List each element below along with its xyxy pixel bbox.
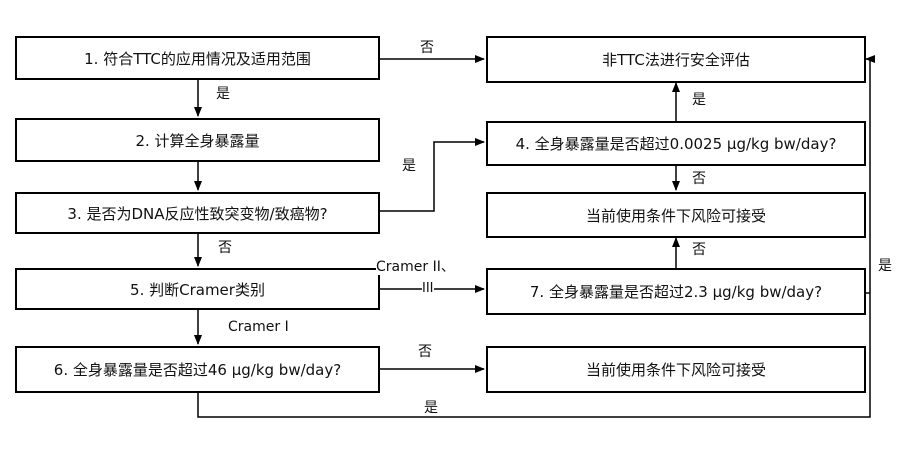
step-4-box: 4. 全身暴露量是否超过0.0025 µg/kg bw/day?	[486, 121, 866, 166]
label-no-4: 否	[692, 171, 706, 187]
risk-acceptable-box-upper: 当前使用条件下风险可接受	[486, 192, 866, 238]
label-yes-7: 是	[878, 258, 892, 274]
step-3-box: 3. 是否为DNA反应性致突变物/致癌物?	[15, 192, 380, 234]
label-no-6: 否	[418, 344, 432, 360]
step-6-box: 6. 全身暴露量是否超过46 µg/kg bw/day?	[15, 346, 380, 393]
step-7-box: 7. 全身暴露量是否超过2.3 µg/kg bw/day?	[486, 268, 866, 315]
label-yes-3-4: 是	[402, 158, 416, 174]
non-ttc-assessment-box: 非TTC法进行安全评估	[486, 36, 866, 83]
label-no-3-5: 否	[218, 240, 232, 256]
label-yes-6-loop: 是	[424, 400, 438, 416]
step-2-box: 2. 计算全身暴露量	[15, 118, 380, 162]
label-no-7: 否	[692, 242, 706, 258]
label-yes-4: 是	[692, 92, 706, 108]
label-cramer-1: Cramer I	[228, 319, 289, 335]
label-cramer-2-3-line1: Cramer II、	[376, 259, 455, 275]
risk-acceptable-box-lower: 当前使用条件下风险可接受	[486, 346, 866, 393]
label-no-1: 否	[420, 40, 434, 56]
arrow-3-to-4	[380, 138, 485, 212]
label-cramer-2-3-line2: III	[422, 281, 434, 297]
step-1-box: 1. 符合TTC的应用情况及适用范围	[15, 36, 380, 80]
arrow-6-yes-loop	[197, 55, 875, 418]
label-yes-1-2: 是	[216, 86, 230, 102]
step-5-box: 5. 判断Cramer类别	[15, 268, 380, 310]
